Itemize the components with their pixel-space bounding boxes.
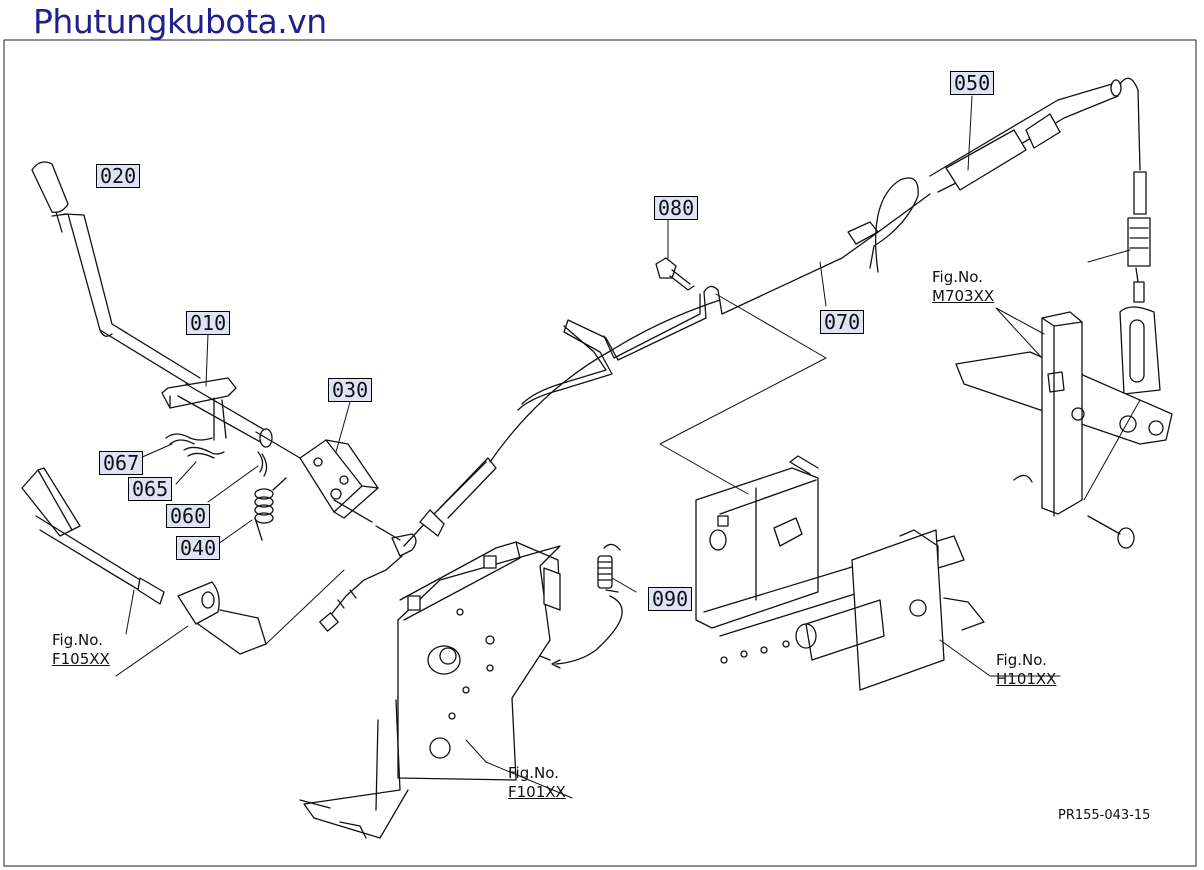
part-label-090[interactable]: 090 [648,587,693,611]
bolt-drawing [656,258,694,290]
part-label-040[interactable]: 040 [176,536,221,560]
fig-ref-f105xx[interactable]: Fig.No. F105XX [52,631,110,669]
pedal-drawing [22,468,266,654]
return-spring-drawing [552,544,622,668]
fig-ref-code: F105XX [52,650,110,668]
part-label-050[interactable]: 050 [950,71,995,95]
control-cable-drawing [930,78,1160,394]
fig-ref-code: H101XX [996,670,1057,688]
fig-ref-f101xx[interactable]: Fig.No. F101XX [508,764,566,802]
m703-bracket-drawing [956,312,1172,548]
fig-ref-label: Fig.No. [52,631,103,649]
leader-lines [116,96,1140,798]
pin-drawings [166,434,224,458]
diagram-frame [4,40,1196,866]
rear-frame-drawing [696,456,984,690]
spring-drawing [255,452,286,540]
part-label-070[interactable]: 070 [820,310,865,334]
cable-drawing [320,300,720,631]
part-label-020[interactable]: 020 [96,164,141,188]
fig-ref-label: Fig.No. [932,268,983,286]
part-label-065[interactable]: 065 [128,477,173,501]
fig-ref-code: F101XX [508,783,566,801]
fig-ref-label: Fig.No. [508,764,559,782]
fig-ref-m703xx[interactable]: Fig.No. M703XX [932,268,994,306]
part-label-010[interactable]: 010 [186,311,231,335]
fig-ref-h101xx[interactable]: Fig.No. H101XX [996,651,1056,689]
part-label-030[interactable]: 030 [328,378,373,402]
fig-ref-code: M703XX [932,287,995,305]
part-label-067[interactable]: 067 [99,451,144,475]
diagram-code: PR155-043-15 [1058,808,1151,823]
fig-ref-label: Fig.No. [996,651,1047,669]
part-label-080[interactable]: 080 [654,196,699,220]
main-frame-drawing [300,542,560,838]
bracket-drawing [256,432,378,522]
rod-drawing [518,178,930,410]
site-title: Phutungkubota.vn [33,2,327,41]
shift-lever-drawing [32,162,272,447]
part-label-060[interactable]: 060 [166,504,211,528]
